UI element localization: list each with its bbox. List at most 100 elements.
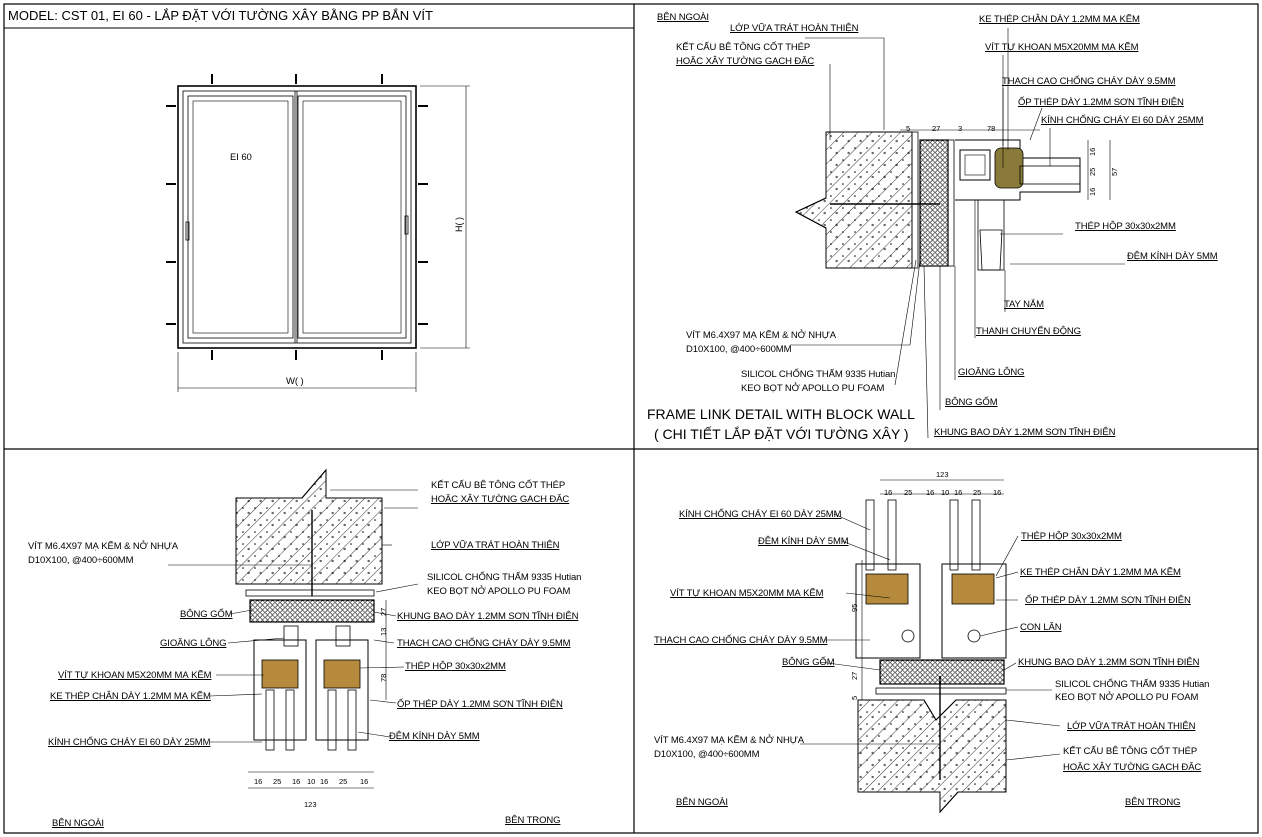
label-thach-cao: THẠCH CAO CHỐNG CHÁY DÀY 9.5MM: [1002, 76, 1176, 87]
label-ket-cau-2: HOẶC XÂY TƯỜNG GẠCH ĐẶC: [676, 56, 815, 67]
br-label-ben-trong: BÊN TRONG: [1125, 797, 1181, 808]
bl-label-ket-cau-2: HOẶC XÂY TƯỜNG GẠCH ĐẶC: [431, 494, 570, 505]
br-label-ket-cau-2: HOẶC XÂY TƯỜNG GẠCH ĐẶC: [1063, 762, 1202, 773]
br-dim-total: 123: [936, 470, 949, 479]
br-dim-95: 95: [850, 603, 859, 612]
bl-dim-2: 16: [292, 777, 301, 786]
dim-57: 57: [1110, 167, 1119, 176]
br-label-thep-hop: THÉP HỘP 30x30x2MM: [1021, 531, 1122, 542]
br-label-con-lan: CON LĂN: [1020, 622, 1062, 633]
label-gioang-long: GIOĂNG LÔNG: [958, 367, 1025, 378]
label-ke-thep: KE THÉP CHÂN DÀY 1.2MM MẠ KẼM: [979, 14, 1140, 25]
br-label-vit-tu-khoan: VÍT TỰ KHOAN M5X20MM MẠ KẼM: [670, 588, 824, 599]
br-label-kinh: KÍNH CHỐNG CHÁY EI 60 DÀY 25MM: [679, 509, 842, 520]
bl-label-ket-cau-1: KẾT CẤU BÊ TÔNG CỐT THÉP: [431, 480, 566, 491]
width-label: W( ): [286, 376, 304, 387]
bl-label-gioang-long: GIOĂNG LÔNG: [160, 638, 227, 649]
bl-label-ben-ngoai: BÊN NGOÀI: [52, 818, 104, 829]
br-label-silicol-1: SILICOL CHỐNG THẤM 9335 Hutian: [1055, 679, 1210, 690]
detail-sill-section: [855, 479, 1007, 814]
dim-25: 25: [1088, 167, 1097, 176]
bl-label-khung-bao: KHUNG BAO DÀY 1.2MM SƠN TĨNH ĐIỆN: [397, 611, 579, 622]
br-label-bong-gom: BÔNG GỐM: [782, 657, 835, 668]
bl-label-thach-cao: THẠCH CAO CHỐNG CHÁY DÀY 9.5MM: [397, 638, 571, 649]
bl-dim-4: 16: [320, 777, 329, 786]
dim-78: 78: [987, 124, 996, 133]
dim-5: 5: [906, 124, 911, 133]
br-dim-3: 10: [941, 488, 950, 497]
bl-label-op-thep: ỐP THÉP DÀY 1.2MM SƠN TĨNH ĐIỆN: [397, 699, 563, 710]
br-label-silicol-2: KEO BỌT NỞ APOLLO PU FOAM: [1055, 692, 1199, 703]
bl-label-thep-hop: THÉP HỘP 30x30x2MM: [405, 661, 506, 672]
bl-label-silicol-1: SILICOL CHỐNG THẤM 9335 Hutian: [427, 572, 582, 583]
bl-dim-0: 16: [254, 777, 263, 786]
label-bong-gom: BÔNG GỐM: [945, 397, 998, 408]
bl-label-kinh: KÍNH CHỐNG CHÁY EI 60 DÀY 25MM: [48, 737, 211, 748]
br-label-thach-cao: THẠCH CAO CHỐNG CHÁY DÀY 9.5MM: [654, 635, 828, 646]
leader-lines: [168, 28, 1125, 761]
bl-dim-78: 78: [379, 673, 388, 682]
dim-16a: 16: [1088, 147, 1097, 156]
bl-label-silicol-2: KEO BỌT NỞ APOLLO PU FOAM: [427, 586, 571, 597]
br-label-ben-ngoai: BÊN NGOÀI: [676, 797, 728, 808]
detail-head-section: [235, 468, 387, 789]
sheet-title: MODEL: CST 01, EI 60 - LẮP ĐẶT VỚI TƯỜNG…: [8, 8, 433, 23]
label-dem-kinh: ĐỆM KÍNH DÀY 5MM: [1127, 251, 1218, 262]
detail-plan-wall-jamb: [794, 129, 1111, 271]
caption-line-2: ( CHI TIẾT LẮP ĐẶT VỚI TƯỜNG XÂY ): [654, 426, 909, 442]
br-label-vit-m64-2: D10X100, @400÷600MM: [654, 749, 760, 760]
dim-27: 27: [932, 124, 941, 133]
br-label-ke-thep: KE THÉP CHÂN DÀY 1.2MM MẠ KẼM: [1020, 567, 1181, 578]
br-dim-5: 5: [850, 695, 859, 700]
label-ket-cau-1: KẾT CẤU BÊ TÔNG CỐT THÉP: [676, 42, 811, 53]
bl-dim-6: 16: [360, 777, 369, 786]
bl-label-vit-m64-2: D10X100, @400÷600MM: [28, 555, 134, 566]
label-vit-m64-2: D10X100, @400÷600MM: [686, 344, 792, 355]
br-dim-2: 16: [926, 488, 935, 497]
bl-label-ke-thep: KE THÉP CHÂN DÀY 1.2MM MẠ KẼM: [50, 691, 211, 702]
br-label-ket-cau-1: KẾT CẤU BÊ TÔNG CỐT THÉP: [1063, 746, 1198, 757]
label-vit-tu-khoan: VÍT TỰ KHOAN M5X20MM MẠ KẼM: [985, 42, 1139, 53]
br-dim-27: 27: [850, 671, 859, 680]
br-label-lop-vua: LỚP VỮA TRÁT HOÀN THIỆN: [1067, 721, 1196, 732]
ben-ngoai-top: BÊN NGOÀI: [657, 12, 709, 23]
bl-dim-27: 27: [379, 607, 388, 616]
label-lop-vua: LỚP VỮA TRÁT HOÀN THIỆN: [730, 23, 859, 34]
dim-16b: 16: [1088, 187, 1097, 196]
label-vit-m64-1: VÍT M6.4X97 MẠ KẼM & NỞ NHỰA: [686, 330, 837, 341]
caption-line-1: FRAME LINK DETAIL WITH BLOCK WALL: [647, 406, 915, 422]
bl-dim-1: 25: [273, 777, 282, 786]
panel-label: EI 60: [230, 152, 252, 163]
label-silicol-1: SILICOL CHỐNG THẤM 9335 Hutian: [741, 369, 896, 380]
bl-label-dem-kinh: ĐỆM KÍNH DÀY 5MM: [389, 731, 480, 742]
br-dim-5: 25: [973, 488, 982, 497]
label-kinh: KÍNH CHỐNG CHÁY EI 60 DÀY 25MM: [1041, 115, 1204, 126]
bl-dim-13: 13: [379, 627, 388, 636]
label-silicol-2: KEO BỌT NỞ APOLLO PU FOAM: [741, 383, 885, 394]
bl-dim-3: 10: [307, 777, 316, 786]
br-dim-1: 25: [904, 488, 913, 497]
bl-label-ben-trong: BÊN TRONG: [505, 815, 561, 826]
bl-label-vit-m64-1: VÍT M6.4X97 MẠ KẼM & NỞ NHỰA: [28, 541, 179, 552]
bl-label-bong-gom: BÔNG GỐM: [180, 609, 233, 620]
br-dim-6: 16: [993, 488, 1002, 497]
br-label-dem-kinh: ĐỆM KÍNH DÀY 5MM: [758, 536, 849, 547]
label-thep-hop: THÉP HỘP 30x30x2MM: [1075, 221, 1176, 232]
bl-label-lop-vua: LỚP VỮA TRÁT HOÀN THIỆN: [431, 540, 560, 551]
br-label-khung-bao: KHUNG BAO DÀY 1.2MM SƠN TĨNH ĐIỆN: [1018, 657, 1200, 668]
dim-3: 3: [958, 124, 963, 133]
bl-label-vit-tu-khoan: VÍT TỰ KHOAN M5X20MM MẠ KẼM: [58, 670, 212, 681]
br-label-op-thep: ỐP THÉP DÀY 1.2MM SƠN TĨNH ĐIỆN: [1025, 595, 1191, 606]
br-dim-0: 16: [884, 488, 893, 497]
label-op-thep: ỐP THÉP DÀY 1.2MM SƠN TĨNH ĐIỆN: [1018, 97, 1184, 108]
br-dim-4: 16: [954, 488, 963, 497]
label-thanh-chuyen-dong: THANH CHUYỂN ĐỘNG: [976, 326, 1081, 337]
bl-dim-total: 123: [304, 800, 317, 809]
label-khung-bao: KHUNG BAO DÀY 1.2MM SƠN TĨNH ĐIỆN: [934, 427, 1116, 438]
height-label: H( ): [454, 217, 464, 232]
label-tay-nam: TAY NẮM: [1004, 299, 1044, 310]
sheet-border: [3, 3, 1259, 834]
br-label-vit-m64-1: VÍT M6.4X97 MẠ KẼM & NỞ NHỰA: [654, 735, 805, 746]
